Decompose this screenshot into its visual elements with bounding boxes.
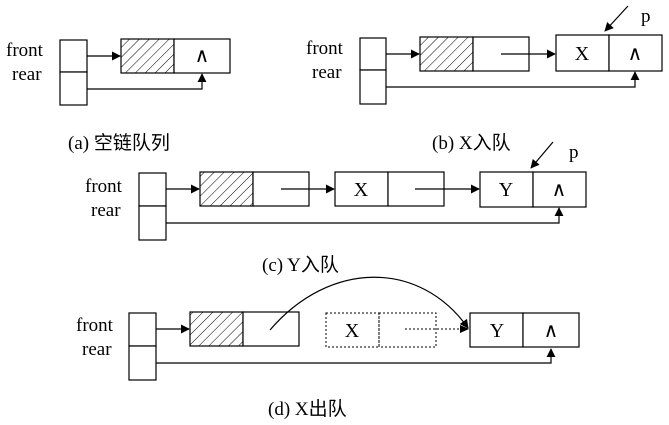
p-label: p bbox=[569, 142, 579, 163]
rear-label: rear bbox=[91, 200, 121, 221]
rear-arrow bbox=[156, 348, 556, 364]
rear-label: rear bbox=[82, 339, 112, 360]
front-pointer-cell bbox=[359, 37, 387, 71]
old-next-arrowhead bbox=[460, 325, 469, 333]
node-y-data bbox=[479, 171, 534, 208]
head-node-data bbox=[189, 311, 244, 347]
front-label: front bbox=[76, 315, 114, 336]
node-y-next bbox=[522, 312, 580, 348]
front-pointer-cell bbox=[128, 312, 157, 347]
p-arrow bbox=[530, 141, 554, 169]
caption-c: (c) Y入队 bbox=[262, 254, 339, 276]
removed-node-x-value: X bbox=[345, 320, 360, 342]
panel-c: front rear X Y ∧ p (c) Y入队 bbox=[85, 141, 587, 276]
p-label: p bbox=[641, 6, 651, 27]
head-node-next bbox=[173, 38, 231, 74]
front-label: front bbox=[6, 40, 44, 61]
node-x-value: X bbox=[575, 43, 590, 65]
p-arrow bbox=[604, 5, 629, 32]
rear-pointer-cell bbox=[59, 71, 88, 106]
front-label: front bbox=[85, 176, 123, 197]
caption-d: (d) X出队 bbox=[268, 398, 347, 420]
front-pointer-cell bbox=[59, 39, 88, 73]
node-x-data bbox=[334, 171, 389, 207]
caption-b: (b) X入队 bbox=[432, 132, 511, 154]
node-x-value: X bbox=[354, 179, 369, 201]
null-symbol: ∧ bbox=[628, 43, 643, 65]
rear-pointer-cell bbox=[359, 69, 387, 105]
front-label: front bbox=[306, 38, 344, 59]
head-node-data bbox=[419, 36, 474, 72]
head-node-data bbox=[120, 38, 175, 74]
front-pointer-cell bbox=[138, 172, 167, 207]
bypass-arrow bbox=[269, 276, 469, 331]
caption-a: (a) 空链队列 bbox=[68, 132, 170, 154]
rear-arrow bbox=[386, 71, 640, 88]
node-y-next bbox=[532, 171, 587, 208]
node-y-data bbox=[469, 312, 524, 348]
node-y-value: Y bbox=[499, 179, 513, 201]
node-x-next bbox=[608, 34, 663, 72]
head-node-data bbox=[199, 171, 254, 207]
rear-label: rear bbox=[312, 62, 342, 83]
rear-pointer-cell bbox=[128, 345, 157, 381]
node-y-value: Y bbox=[490, 320, 504, 342]
rear-pointer-cell bbox=[138, 205, 167, 241]
panel-b: front rear X ∧ p (b) X入队 bbox=[306, 5, 663, 154]
panel-a: front rear ∧ (a) 空链队列 bbox=[6, 38, 231, 154]
node-x-data bbox=[555, 34, 610, 72]
rear-arrow bbox=[166, 207, 564, 224]
removed-node-x-next bbox=[378, 312, 437, 348]
panel-d: front rear X Y ∧ (d) X出队 bbox=[76, 276, 580, 420]
null-symbol: ∧ bbox=[544, 320, 559, 342]
rear-arrow bbox=[87, 73, 207, 90]
null-symbol: ∧ bbox=[195, 45, 210, 67]
null-symbol: ∧ bbox=[552, 179, 567, 201]
rear-label: rear bbox=[12, 64, 42, 85]
